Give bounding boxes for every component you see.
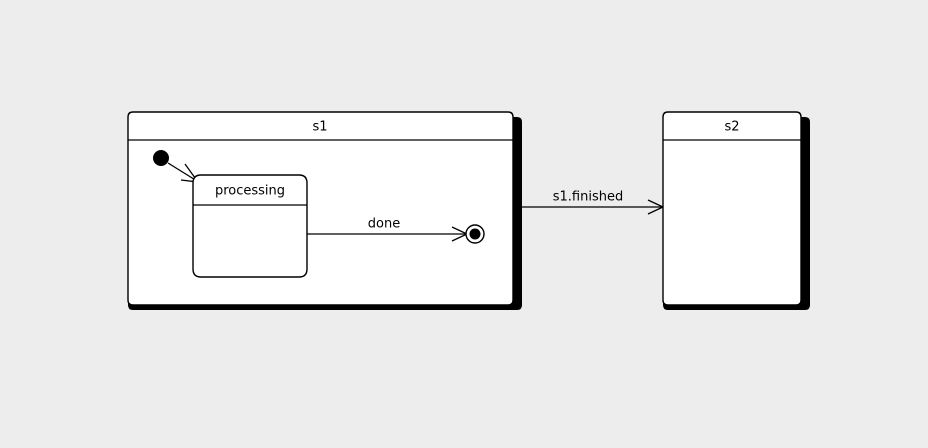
final-state-inner-dot bbox=[469, 228, 481, 240]
transition-done-label: done bbox=[368, 217, 400, 232]
state-processing-body bbox=[192, 174, 308, 278]
final-state-icon[interactable] bbox=[465, 224, 485, 244]
state-processing-label: processing bbox=[215, 184, 285, 199]
state-node-s1[interactable]: s1 bbox=[127, 111, 522, 310]
state-node-s2[interactable]: s2 bbox=[662, 111, 810, 310]
state-s2-body bbox=[662, 111, 802, 306]
state-s1-label: s1 bbox=[312, 120, 327, 135]
transition-processing-to-final[interactable]: done bbox=[307, 217, 469, 242]
transition-initial-line bbox=[167, 162, 198, 182]
state-s2-label: s2 bbox=[724, 120, 739, 135]
transition-s1-to-s2[interactable]: s1.finished bbox=[518, 190, 665, 215]
state-node-processing[interactable]: processing bbox=[192, 174, 308, 278]
transition-s1finished-label: s1.finished bbox=[553, 190, 623, 205]
initial-state-icon[interactable] bbox=[153, 150, 169, 166]
state-s1-body bbox=[127, 111, 514, 306]
